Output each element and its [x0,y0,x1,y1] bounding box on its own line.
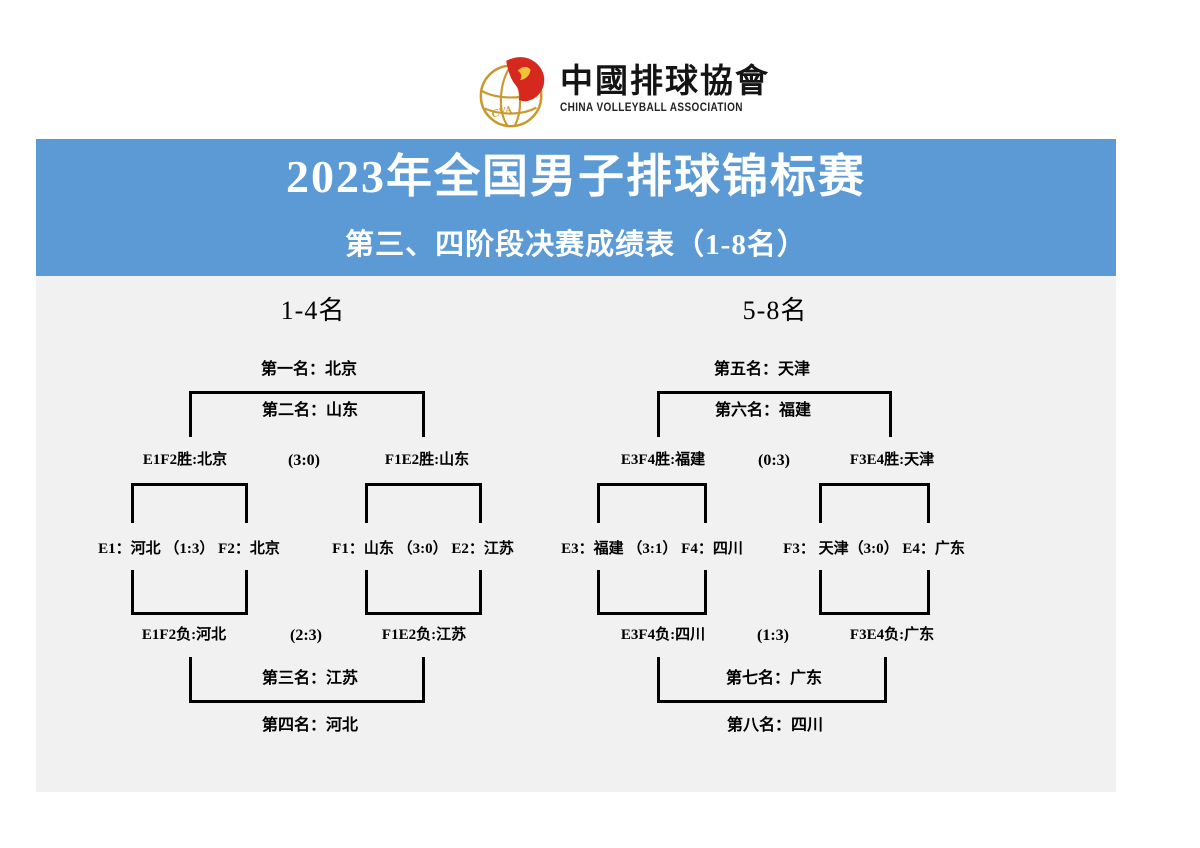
final-right-team-1-4: F1E2胜:山东 [384,452,470,468]
flag-figure [517,66,531,81]
logo-chinese-name: 中國排球協會 [560,61,770,100]
semifinal-match-f3e4: F3： 天津（3:0） E4：广东 [783,541,965,557]
page-subtitle: 第三、四阶段决赛成绩表（1-8名） [345,229,807,261]
place-1-label: 第一名：北京 [260,361,358,378]
consolation-left-team-5-8: E3F4负:四川 [620,627,706,643]
page-title: 2023年全国男子排球锦标赛 [286,151,866,202]
title-banner: 2023年全国男子排球锦标赛 第三、四阶段决赛成绩表（1-8名） [36,139,1116,276]
final-score-1-4: (3:0) [288,452,320,469]
consolation-right-team-1-4: F1E2负:江苏 [381,627,467,643]
consolation-score-1-4: (2:3) [290,627,322,644]
consolation-right-team-5-8: F3E4负:广东 [849,627,935,643]
group-title-5-8: 5-8名 [742,296,808,325]
consolation-score-5-8: (1:3) [757,627,789,644]
place-2-label: 第二名：山东 [261,402,359,419]
semi-box-bottom-f3e4 [819,570,930,615]
cva-letters: CVA [490,104,513,121]
semi-box-bottom-e3f4 [597,570,707,615]
place-6-label: 第六名：福建 [714,402,812,419]
semi-box-bottom-e1f2 [131,570,248,615]
semi-box-top-f3e4 [819,483,930,523]
logo-text-block: 中國排球協會 CHINA VOLLEYBALL ASSOCIATION [560,54,770,115]
place-7-label: 第七名：广东 [725,670,823,687]
final-connector-5-8 [657,391,892,437]
semi-box-top-f1e2 [365,483,482,523]
consolation-connector-1-4 [189,657,425,703]
final-left-team-5-8: E3F4胜:福建 [620,452,706,468]
final-score-5-8: (0:3) [758,452,790,469]
place-5-label: 第五名：天津 [713,361,811,378]
semifinal-match-f1e2: F1：山东 （3:0） E2：江苏 [332,541,514,557]
logo-english-name: CHINA VOLLEYBALL ASSOCIATION [560,101,743,115]
bracket-panel: 1-4名 第一名：北京 第二名：山东 E1F2胜:北京 (3:0) F1E2胜:… [36,276,1116,792]
final-right-team-5-8: F3E4胜:天津 [849,452,935,468]
place-8-label: 第八名：四川 [726,717,824,734]
volleyball-logo-icon: CVA [479,57,545,128]
semifinal-match-e3f4: E3：福建 （3:1） F4：四川 [561,541,743,557]
semi-box-top-e1f2 [131,483,248,523]
final-connector-1-4 [189,391,425,437]
red-flag-shape [506,57,545,102]
semifinal-match-e1f2: E1：河北 （1:3） F2：北京 [98,541,280,557]
consolation-left-team-1-4: E1F2负:河北 [141,627,227,643]
final-left-team-1-4: E1F2胜:北京 [142,452,228,468]
consolation-connector-5-8 [657,657,887,703]
semi-box-top-e3f4 [597,483,707,523]
place-4-label: 第四名：河北 [261,717,359,734]
semi-box-bottom-f1e2 [365,570,482,615]
group-title-1-4: 1-4名 [280,296,346,325]
place-3-label: 第三名：江苏 [261,670,359,687]
cva-logo: CVA 中國排球協會 CHINA VOLLEYBALL ASSOCIATION [478,54,770,130]
